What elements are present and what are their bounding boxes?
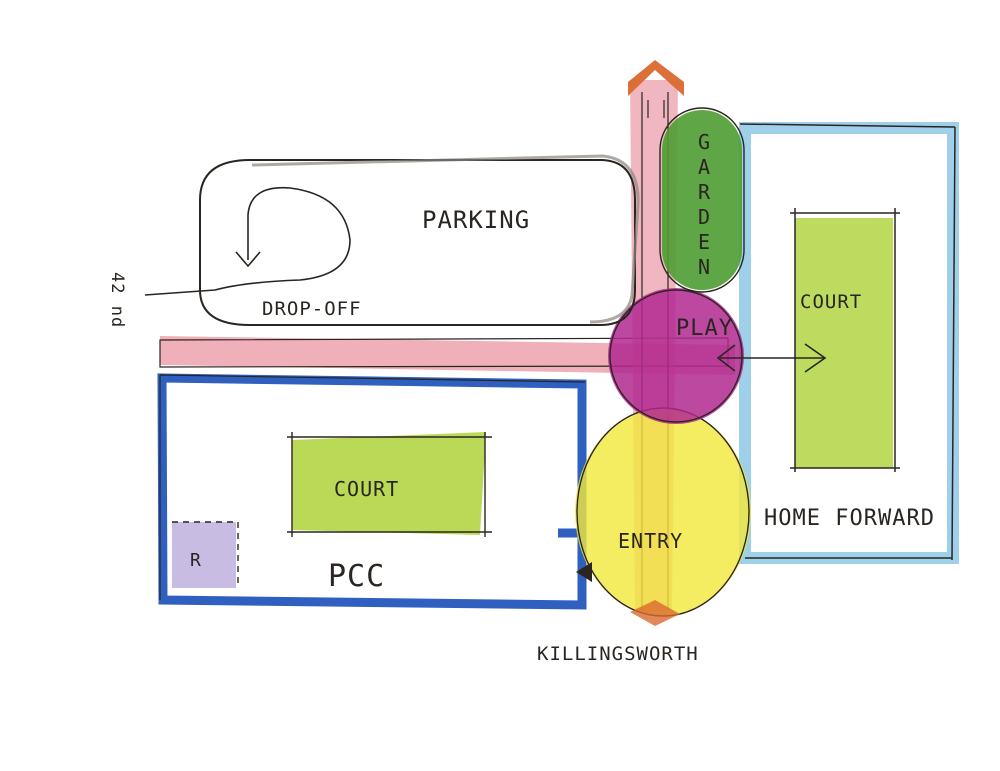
connection-arrow-icon	[716, 343, 827, 373]
parking-label: PARKING	[422, 206, 530, 234]
entry-pointer-icon	[576, 562, 680, 626]
garden-label: GARDEN	[692, 130, 716, 280]
play-zone	[608, 288, 744, 424]
home-forward-building	[739, 122, 959, 564]
entry-label: ENTRY	[618, 529, 683, 553]
home-forward-court	[790, 208, 900, 472]
r-room-label: R	[190, 550, 202, 571]
killingsworth-label: KILLINGSWORTH	[537, 643, 699, 665]
home-forward-label: HOME FORWARD	[764, 506, 935, 531]
pcc-court-label: COURT	[334, 477, 399, 501]
parking-lot	[199, 154, 640, 326]
drop-off-label: DROP-OFF	[262, 298, 362, 320]
garden-zone	[659, 107, 745, 293]
home-forward-court-label: COURT	[800, 291, 862, 313]
entry-zone	[575, 407, 751, 617]
drop-off-loop-arrow	[144, 186, 351, 296]
pcc-label: PCC	[328, 559, 385, 594]
r-room	[172, 521, 239, 588]
play-label: PLAY	[676, 316, 733, 341]
pcc-court	[287, 432, 492, 537]
street-42nd-label: 42 nd	[107, 272, 127, 328]
north-arrow-icon	[628, 60, 684, 118]
